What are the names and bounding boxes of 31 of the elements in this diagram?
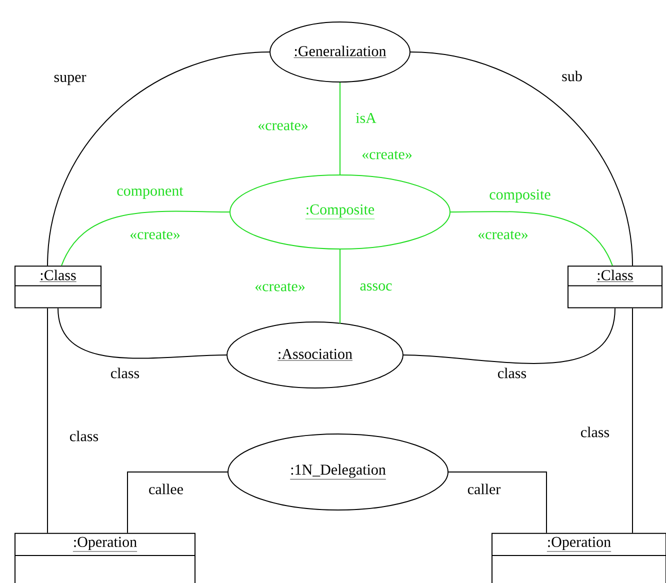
stereotype-label: «create»: [258, 122, 308, 130]
link-line: [127, 472, 228, 534]
object-box: :Operation: [492, 532, 666, 583]
edge-label: composite: [490, 189, 550, 203]
link-line: [410, 52, 633, 266]
edge-label: class: [111, 368, 140, 378]
edge-label: isA: [356, 112, 376, 124]
stereotype-label: «create»: [362, 150, 412, 160]
edge-label: sub: [562, 70, 582, 82]
edge-label: caller: [468, 484, 501, 494]
object-box: :Operation: [14, 532, 196, 583]
stereotype-label: «create»: [478, 230, 528, 240]
stereotype-label: «create»: [130, 230, 180, 240]
object-box: :Class: [14, 266, 102, 308]
link-line: [448, 472, 547, 534]
link-line: [58, 308, 227, 359]
edge-label: class: [70, 430, 98, 442]
edge-label: component: [117, 187, 184, 199]
link-line: [450, 211, 613, 266]
edge-label: class: [498, 368, 526, 378]
edge-label: super: [54, 74, 86, 86]
edge-label: callee: [149, 484, 183, 494]
edge-label: class: [581, 426, 610, 438]
link-line: [47, 308, 48, 534]
link-line: [61, 210, 230, 266]
link-line: [47, 52, 270, 266]
link-line: [632, 308, 633, 534]
link-line: [403, 308, 616, 364]
edge-label: assoc: [360, 283, 392, 291]
stereotype-label: «create»: [255, 282, 305, 292]
object-box: :Class: [568, 266, 662, 308]
